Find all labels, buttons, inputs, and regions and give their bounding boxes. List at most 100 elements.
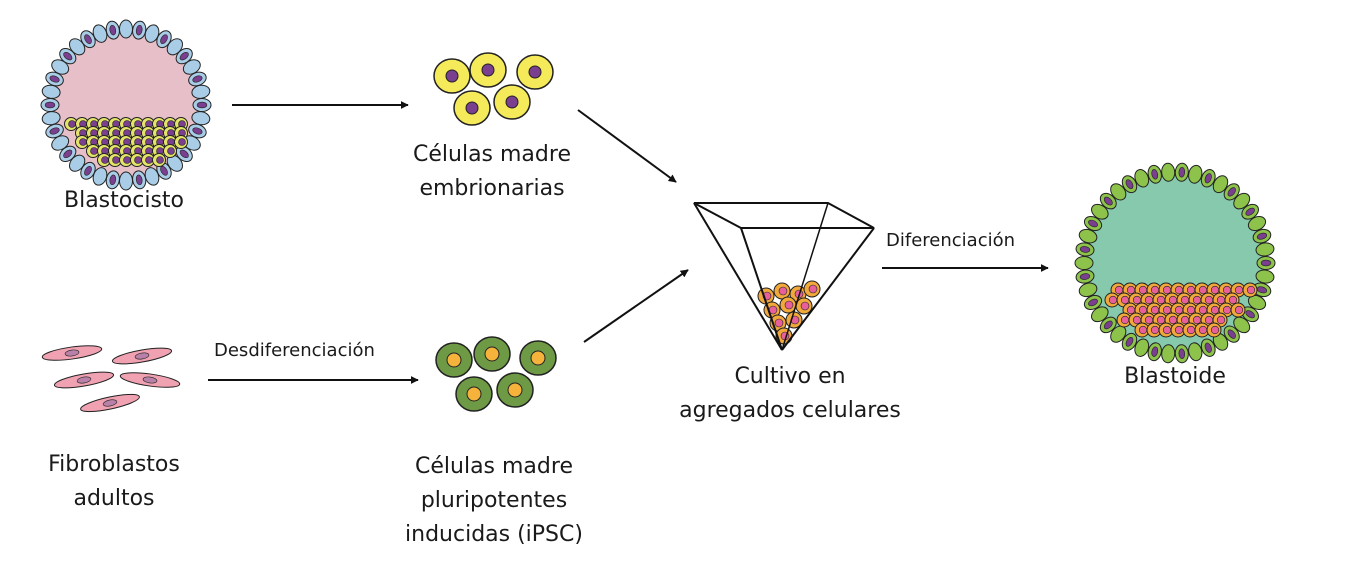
aggregate-nucleus	[1150, 325, 1160, 335]
wall-nucleus	[1125, 179, 1134, 190]
aggregate-nucleus	[1210, 305, 1220, 315]
wall-cell	[1091, 203, 1109, 220]
aggregate-nucleus	[134, 156, 142, 164]
wall-nucleus	[192, 127, 203, 135]
wall-cell	[1161, 344, 1176, 364]
wall-cell	[1255, 269, 1275, 284]
aggregate-nucleus	[167, 147, 175, 155]
aggregate-nucleus	[1138, 305, 1148, 315]
aggregate-nucleus	[784, 300, 794, 310]
ipsc-nucleus	[484, 346, 500, 362]
wall-cell	[1212, 175, 1229, 194]
aggregate-nucleus	[1198, 305, 1208, 315]
wall-nucleus	[1245, 207, 1255, 216]
wall-nucleus	[160, 34, 168, 45]
arrow-esc-to-culture	[577, 109, 677, 183]
label-adult-fibroblasts: Fibroblastos adultos	[48, 452, 180, 511]
esc-nucleus	[445, 69, 459, 83]
inner-cell-mass	[64, 117, 188, 167]
wall-nucleus	[49, 75, 60, 83]
aggregate-nucleus	[1216, 315, 1226, 325]
label-blastoid: Blastoide	[1124, 364, 1226, 389]
aggregate-nucleus	[1174, 285, 1184, 295]
wall-nucleus	[44, 101, 56, 109]
wall-cell	[191, 84, 211, 99]
wall-nucleus	[1204, 342, 1212, 353]
wall-nucleus	[1245, 310, 1255, 319]
aggregate-nucleus	[90, 147, 98, 155]
aggregate-nucleus	[156, 156, 164, 164]
wall-nucleus	[1227, 187, 1236, 197]
wall-nucleus	[1260, 259, 1272, 267]
fibroblast-nucleus	[64, 349, 80, 357]
aggregate-nucleus	[1168, 315, 1178, 325]
aggregate-nucleus	[1168, 295, 1178, 305]
wall-nucleus	[84, 34, 92, 45]
aggregate-nucleus	[1174, 325, 1184, 335]
wall-nucleus	[1227, 329, 1236, 339]
wall-cell	[1188, 342, 1203, 362]
label-ipsc: Células madre pluripotentes inducidas (i…	[405, 454, 583, 547]
blastoid-inner-mass	[1104, 282, 1258, 338]
aggregate-nucleus	[1174, 305, 1184, 315]
wall-nucleus	[135, 24, 143, 36]
label-differentiation: Diferenciación	[886, 230, 1016, 251]
aggregate-nucleus	[1222, 305, 1232, 315]
aggregate-nucleus	[1162, 305, 1172, 315]
aggregate-nucleus	[800, 301, 810, 311]
wall-nucleus	[192, 75, 203, 83]
aggregate-nucleus	[145, 156, 153, 164]
aggregate-nucleus	[178, 138, 186, 146]
ipsc-nucleus	[507, 382, 523, 398]
wall-cell	[1161, 162, 1176, 182]
ipsc-nucleus	[466, 386, 482, 402]
fibroblasts-illustration	[41, 345, 181, 413]
aggregate-nucleus	[1126, 285, 1136, 295]
aggregate-nucleus	[1108, 295, 1118, 305]
label-embryonic-stem-cells: Células madre embrionarias	[413, 142, 571, 201]
aggregate-culture-well	[693, 202, 875, 351]
wall-nucleus	[179, 149, 189, 159]
aggregate-nucleus	[1192, 315, 1202, 325]
aggregate-nucleus	[774, 318, 784, 328]
label-dedifferentiation: Desdiferenciación	[214, 340, 375, 361]
arrow-ipsc-to-culture	[583, 269, 689, 343]
blastocyst-illustration	[40, 19, 212, 191]
blastoid-wall	[1074, 162, 1276, 364]
aggregate-nucleus	[808, 284, 818, 294]
aggregate-nucleus	[1144, 315, 1154, 325]
wall-cell	[1255, 242, 1275, 257]
wall-cell	[1091, 306, 1109, 323]
wall-cell	[1233, 192, 1251, 210]
aggregate-nucleus	[1156, 295, 1166, 305]
label-aggregate-culture: Cultivo en agregados celulares	[679, 364, 901, 423]
aggregate-nucleus	[1156, 315, 1166, 325]
ipsc-nucleus	[446, 352, 462, 368]
fibroblast-nucleus	[76, 376, 92, 384]
ipsc-nucleus	[530, 350, 546, 366]
wall-nucleus	[1178, 167, 1186, 178]
wall-cell	[1188, 164, 1203, 184]
aggregate-nucleus	[1228, 295, 1238, 305]
aggregate-nucleus	[1150, 285, 1160, 295]
esc-nucleus	[505, 95, 519, 109]
wall-nucleus	[109, 174, 117, 186]
aggregate-nucleus	[1198, 325, 1208, 335]
wall-cell	[1110, 183, 1127, 201]
aggregate-nucleus	[1138, 285, 1148, 295]
esc-nucleus	[528, 65, 542, 79]
aggregate-nucleus	[79, 138, 87, 146]
wall-nucleus	[63, 51, 73, 61]
aggregate-nucleus	[1150, 305, 1160, 315]
aggregate-nucleus	[1132, 295, 1142, 305]
esc-nucleus	[465, 101, 479, 115]
label-blastocyst: Blastocisto	[64, 188, 184, 213]
aggregate-nucleus	[1186, 305, 1196, 315]
aggregate-nucleus	[1186, 325, 1196, 335]
wall-nucleus	[1103, 196, 1113, 206]
wall-nucleus	[1125, 336, 1134, 347]
aggregate-nucleus	[101, 156, 109, 164]
aggregate-nucleus	[778, 286, 788, 296]
